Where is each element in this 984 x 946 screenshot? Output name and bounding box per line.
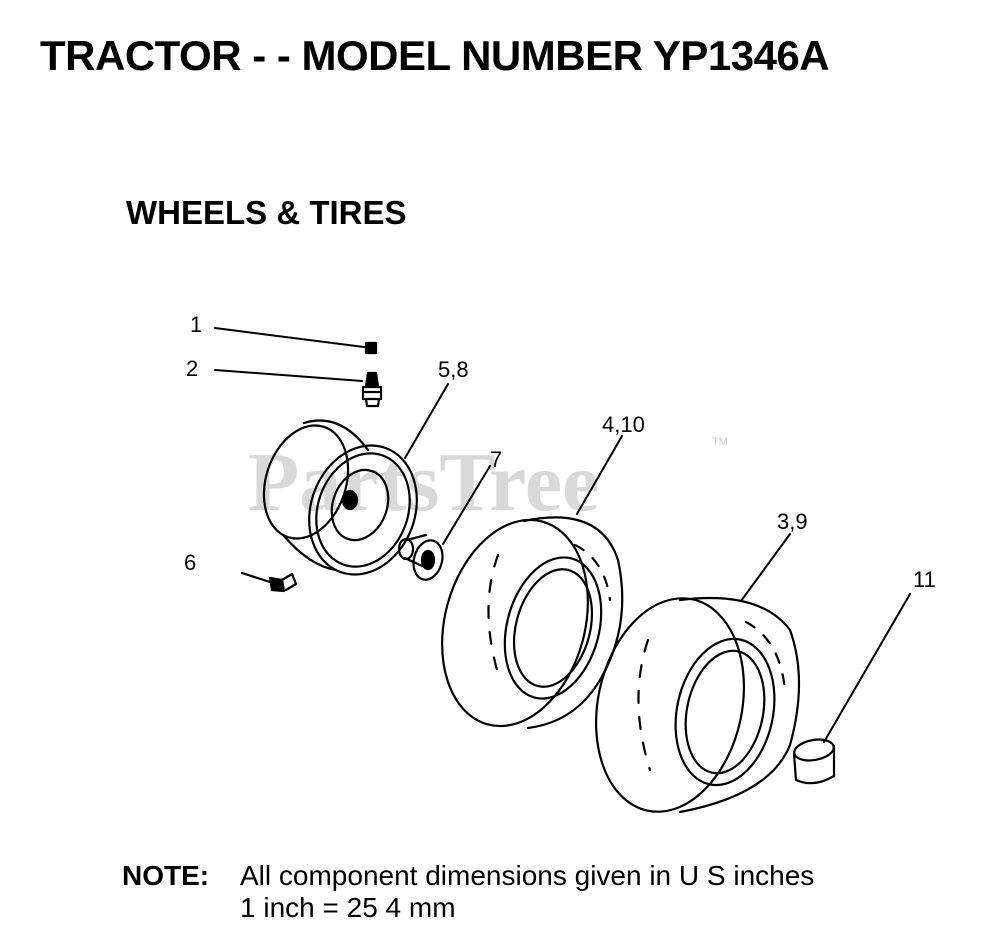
leader-lines bbox=[214, 327, 911, 743]
valve-stem-part bbox=[361, 371, 383, 408]
watermark-trademark: TM bbox=[712, 436, 728, 448]
watermark-text: PartsTree bbox=[248, 436, 599, 529]
callout-3-9: 3,9 bbox=[777, 509, 808, 534]
callout-5-8: 5,8 bbox=[438, 357, 469, 382]
front-tire-part bbox=[441, 516, 624, 730]
callout-4-10: 4,10 bbox=[602, 412, 645, 437]
rear-tire-part bbox=[594, 596, 801, 814]
callout-7: 7 bbox=[490, 447, 502, 472]
fitting-part bbox=[240, 571, 298, 593]
hub-cap-part bbox=[792, 738, 836, 785]
bushing-part bbox=[397, 533, 444, 581]
dimension-note: NOTE: All component dimensions given in U… bbox=[122, 860, 814, 924]
page-title: TRACTOR - - MODEL NUMBER YP1346A bbox=[40, 32, 830, 79]
callout-6: 6 bbox=[184, 550, 196, 575]
callout-2: 2 bbox=[186, 356, 198, 381]
valve-cap-part bbox=[364, 341, 378, 355]
rim-part bbox=[262, 419, 418, 576]
callout-1: 1 bbox=[190, 312, 202, 337]
section-title: WHEELS & TIRES bbox=[126, 194, 407, 231]
note-line-1: All component dimensions given in U S in… bbox=[240, 860, 815, 891]
callout-11: 11 bbox=[913, 567, 936, 592]
note-body: All component dimensions given in U S in… bbox=[240, 860, 814, 924]
note-line-2: 1 inch = 25 4 mm bbox=[240, 892, 456, 923]
note-label: NOTE: bbox=[122, 860, 210, 891]
